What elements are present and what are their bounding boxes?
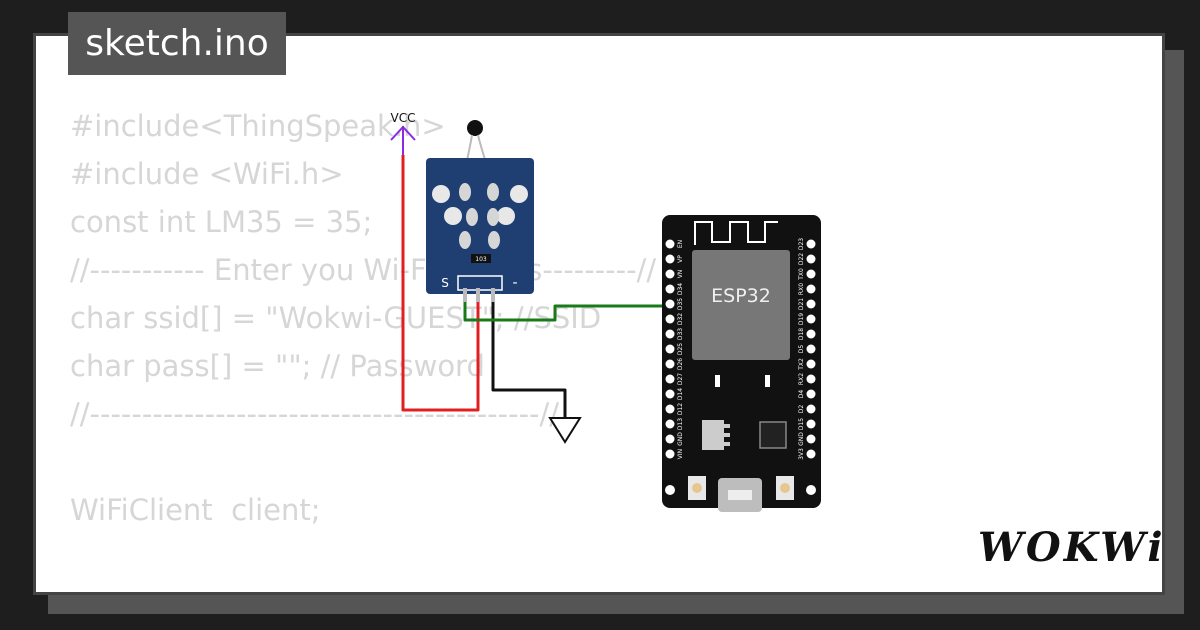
header-pin-label: GND	[798, 432, 805, 446]
header-pin-label: VN	[677, 270, 684, 279]
header-pin[interactable]	[665, 314, 675, 324]
header-pin[interactable]	[806, 389, 816, 399]
header-pin[interactable]	[665, 254, 675, 264]
code-line: char pass[] = ""; // Password	[70, 349, 485, 383]
sensor-resistor	[471, 254, 491, 263]
header-pin[interactable]	[665, 269, 675, 279]
header-pin-label: D34	[677, 283, 684, 295]
header-pin-label: RX2	[798, 373, 805, 385]
header-pin[interactable]	[665, 434, 675, 444]
header-pin[interactable]	[665, 449, 675, 459]
header-pin-label: D35	[677, 298, 684, 310]
voltage-regulator	[702, 420, 724, 450]
header-pin[interactable]	[665, 329, 675, 339]
header-pin-label: D13	[677, 418, 684, 430]
esp32-chip	[692, 250, 790, 360]
header-pin-label: D33	[677, 328, 684, 340]
header-pin[interactable]	[806, 254, 816, 264]
header-pin[interactable]	[665, 404, 675, 414]
wifi-antenna	[694, 221, 778, 245]
signal-wire[interactable]	[463, 300, 668, 322]
vcc-label: VCC	[391, 111, 416, 125]
header-pin[interactable]	[806, 374, 816, 384]
file-tab[interactable]: sketch.ino	[68, 12, 286, 75]
header-pin[interactable]	[806, 449, 816, 459]
header-pin-label: D23	[798, 238, 805, 250]
header-pin-label: D32	[677, 313, 684, 325]
header-pin-label: D12	[677, 403, 684, 415]
vcc-wire[interactable]	[401, 155, 480, 412]
header-pin[interactable]	[806, 359, 816, 369]
header-pin[interactable]	[806, 419, 816, 429]
wokwi-logo: WOKWi	[978, 524, 1166, 571]
header-pin-label: 3V3	[798, 448, 805, 460]
sensor-pin-minus-label: -	[512, 275, 517, 291]
header-pin-label: VIN	[677, 449, 684, 459]
header-pin[interactable]	[665, 239, 675, 249]
code-line: //----------- Enter you Wi-Fi Details---…	[70, 253, 657, 287]
header-pin[interactable]	[806, 314, 816, 324]
header-pin-label: D14	[677, 388, 684, 400]
vcc-symbol: VCC	[390, 111, 416, 155]
header-pin-label: D25	[677, 343, 684, 355]
header-pin[interactable]	[665, 389, 675, 399]
header-pin[interactable]	[665, 344, 675, 354]
sensor-board	[426, 158, 534, 294]
gnd-symbol	[548, 417, 582, 444]
header-pin[interactable]	[806, 239, 816, 249]
esp32-label: ESP32	[711, 285, 771, 307]
header-pin-label: D2	[798, 405, 805, 414]
header-pin[interactable]	[806, 434, 816, 444]
usb-uart-chip	[759, 421, 787, 449]
code-line: #include<ThingSpeak.h>	[70, 109, 446, 143]
code-line: unsigned long myChannelNumber = 2364946;…	[70, 582, 1018, 592]
header-pin-label: TX0	[798, 268, 805, 281]
header-pin[interactable]	[665, 299, 675, 309]
thermistor-bead	[467, 120, 483, 136]
ntc-temperature-sensor[interactable]: 103 S -	[426, 120, 534, 302]
header-pin-label: EN	[677, 240, 684, 248]
header-pin[interactable]	[665, 419, 675, 429]
header-pin[interactable]	[806, 269, 816, 279]
header-pin[interactable]	[806, 404, 816, 414]
header-pin-label: D19	[798, 313, 805, 325]
svg-text:103: 103	[475, 256, 487, 263]
header-pin[interactable]	[806, 344, 816, 354]
code-line: WiFiClient client;	[70, 493, 321, 527]
header-pin[interactable]	[806, 299, 816, 309]
header-pin-label: D15	[798, 418, 805, 430]
header-pin-label: D26	[677, 358, 684, 370]
header-pin-label: GND	[677, 432, 684, 446]
esp32-devkit-board[interactable]: ESP32 ENVPVND34D35D32D33D25D26D27D14D12D…	[662, 215, 821, 512]
code-preview: #include<ThingSpeak.h> #include <WiFi.h> c…	[70, 102, 1018, 592]
code-line: const int LM35 = 35;	[70, 205, 373, 239]
header-pin-label: D4	[798, 390, 805, 399]
header-pin-label: D18	[798, 328, 805, 340]
header-pin[interactable]	[665, 374, 675, 384]
header-pin-label: TX2	[798, 358, 805, 371]
header-pin[interactable]	[665, 284, 675, 294]
preview-card: #include<ThingSpeak.h> #include <WiFi.h> c…	[33, 33, 1165, 595]
header-pin-label: D21	[798, 298, 805, 310]
header-pin-label: D27	[677, 373, 684, 385]
code-line: #include <WiFi.h>	[70, 157, 344, 191]
header-pin-label: D22	[798, 253, 805, 265]
header-pin[interactable]	[806, 284, 816, 294]
header-pin-label: RX0	[798, 283, 805, 295]
header-pin-label: VP	[677, 255, 684, 263]
header-pin[interactable]	[806, 329, 816, 339]
header-pin-label: D5	[798, 345, 805, 354]
header-pin[interactable]	[665, 359, 675, 369]
sensor-pin-s-label: S	[441, 276, 449, 290]
gnd-wire[interactable]	[491, 300, 567, 418]
